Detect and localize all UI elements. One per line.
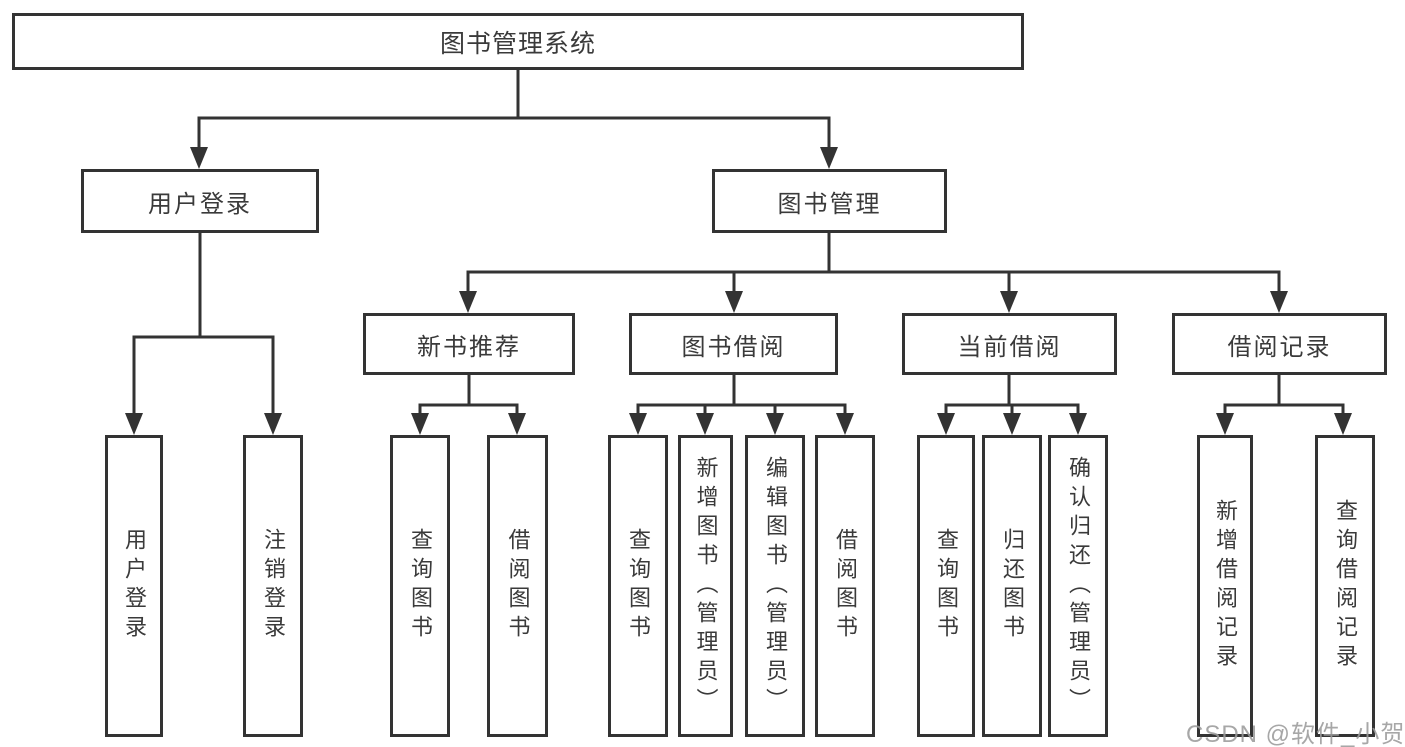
leaf-confirm-return-admin: 确认归还（管理员） — [1048, 435, 1108, 737]
connector-user-login-to-leaves — [125, 231, 282, 435]
connector-new-book-recommend-to-leaves — [411, 373, 526, 435]
node-label: 用户登录 — [122, 528, 147, 644]
node-label: 图书借阅 — [681, 333, 786, 361]
node-label: 查询图书 — [626, 528, 651, 644]
node-current-borrow: 当前借阅 — [902, 313, 1117, 375]
leaf-borrow-books-recommend: 借阅图书 — [487, 435, 548, 737]
leaf-add-borrow-record: 新增借阅记录 — [1197, 435, 1253, 737]
node-label: 查询图书 — [408, 528, 433, 644]
node-label: 当前借阅 — [957, 333, 1062, 361]
node-label: 借阅图书 — [833, 528, 858, 644]
node-new-book-recommend: 新书推荐 — [363, 313, 575, 375]
leaf-add-books-admin: 新增图书（管理员） — [678, 435, 733, 737]
leaf-query-books-current: 查询图书 — [917, 435, 975, 737]
node-label: 新书推荐 — [417, 333, 521, 361]
leaf-return-books: 归还图书 — [982, 435, 1042, 737]
node-book-management: 图书管理 — [712, 169, 947, 233]
leaf-query-borrow-record: 查询借阅记录 — [1315, 435, 1375, 737]
node-label: 归还图书 — [1000, 528, 1025, 644]
leaf-borrow-books: 借阅图书 — [815, 435, 875, 737]
connector-borrow-records-to-leaves — [1216, 373, 1352, 435]
node-label: 确认归还（管理员） — [1066, 455, 1091, 717]
node-label: 借阅图书 — [505, 528, 531, 644]
node-user-login: 用户登录 — [81, 169, 319, 233]
csdn-watermark: CSDN @软件_小贺同学 — [1186, 721, 1405, 747]
connector-current-borrow-to-leaves — [937, 373, 1087, 435]
node-book-borrow: 图书借阅 — [629, 313, 838, 375]
node-label: 用户登录 — [148, 190, 252, 218]
node-label: 图书管理系统 — [439, 29, 596, 58]
leaf-edit-books-admin: 编辑图书（管理员） — [745, 435, 805, 737]
node-library-management-system: 图书管理系统 — [12, 13, 1024, 70]
node-label: 注销登录 — [261, 528, 286, 644]
leaf-query-books-borrow: 查询图书 — [608, 435, 668, 737]
node-label: 查询图书 — [934, 528, 959, 644]
node-label: 图书管理 — [777, 190, 882, 218]
node-label: 新增图书（管理员） — [693, 455, 719, 717]
connector-root-to-level2 — [190, 68, 838, 169]
node-borrow-records: 借阅记录 — [1172, 313, 1387, 375]
node-label: 查询借阅记录 — [1333, 499, 1358, 673]
leaf-logout: 注销登录 — [243, 435, 303, 737]
node-label: 借阅记录 — [1227, 333, 1332, 361]
leaf-query-books-recommend: 查询图书 — [390, 435, 450, 737]
connector-book-borrow-to-leaves — [629, 373, 854, 435]
node-label: 新增借阅记录 — [1213, 499, 1238, 673]
leaf-user-login: 用户登录 — [105, 435, 163, 737]
node-label: 编辑图书（管理员） — [763, 455, 788, 717]
connector-book-management-to-level3 — [459, 231, 1288, 313]
